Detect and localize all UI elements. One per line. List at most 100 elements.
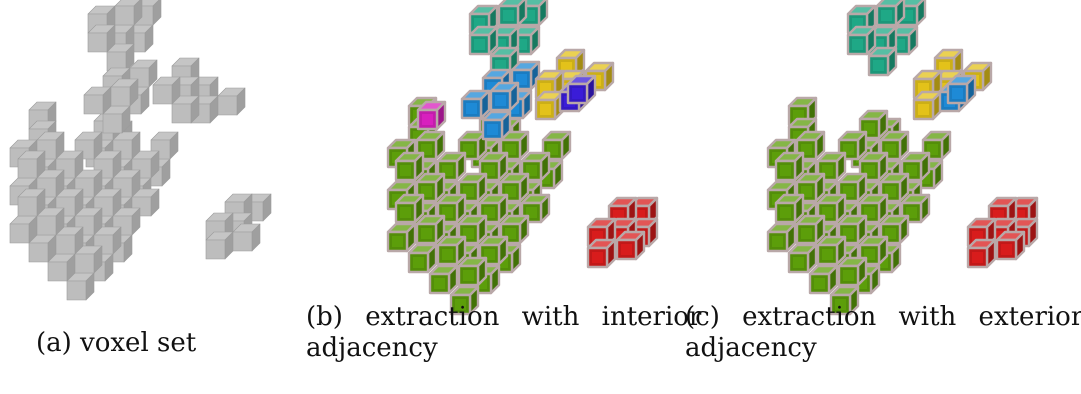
voxel-front-inset: [801, 228, 812, 239]
voxel-front-inset: [526, 207, 537, 218]
voxel-front-inset: [442, 249, 453, 260]
voxel-front-inset: [400, 207, 411, 218]
voxel-front-inset: [539, 173, 550, 184]
voxel-cube: [110, 78, 139, 107]
voxel-front-inset: [505, 186, 516, 197]
cluster-upper-right-cluster: [152, 57, 246, 124]
voxel-front-inset: [856, 236, 867, 247]
voxel-cube: [879, 172, 910, 203]
voxel-front-inset: [919, 173, 930, 184]
voxel-cube: [205, 231, 234, 260]
voxel-front-inset: [835, 299, 846, 310]
caption-b-line-2: adjacency: [306, 333, 438, 363]
voxel-cube: [232, 223, 261, 252]
voxel-front-inset: [463, 270, 474, 281]
voxel-front-inset: [780, 207, 791, 218]
voxel-front-inset: [495, 95, 506, 106]
voxel-front-inset: [505, 144, 516, 155]
voxel-cube: [171, 95, 200, 124]
voxel-front-face: [205, 239, 226, 260]
voxel-front-face: [28, 242, 49, 263]
voxel-front-inset: [835, 215, 846, 226]
caption-c: (c) extraction with exterior adjacency: [685, 302, 1081, 364]
voxel-front-inset: [413, 215, 424, 226]
voxel-front-face: [114, 5, 135, 26]
cluster-violet-cube: [558, 74, 597, 113]
voxel-cube: [468, 25, 499, 56]
voxel-cube: [867, 46, 898, 77]
voxel-front-inset: [497, 257, 508, 268]
voxel-front-inset: [772, 152, 783, 163]
voxel-front-inset: [434, 278, 445, 289]
voxel-front-inset: [613, 231, 624, 242]
voxel-cube: [28, 234, 57, 263]
caption-b: (b) extraction with interior adjacency: [306, 302, 701, 364]
voxel-front-inset: [877, 215, 888, 226]
voxel-cube: [17, 188, 46, 217]
voxel-cube: [846, 25, 877, 56]
voxel-cube: [436, 193, 467, 224]
cluster-main-body: [386, 96, 572, 316]
voxel-front-inset: [466, 103, 477, 114]
voxel-cube: [858, 109, 889, 140]
voxel-cube: [837, 256, 868, 287]
voxel-cube: [615, 230, 646, 261]
voxel-front-inset: [455, 299, 466, 310]
cluster-middle-cross: [83, 59, 158, 134]
voxel-front-inset: [476, 194, 487, 205]
panel-a-voxel-set: [9, 0, 272, 301]
voxel-front-inset: [885, 228, 896, 239]
cluster-blue-cube: [938, 74, 977, 113]
voxel-front-inset: [526, 165, 537, 176]
voxel-front-inset: [503, 10, 514, 21]
voxel-front-face: [17, 196, 38, 217]
voxel-front-face: [232, 231, 253, 252]
voxel-front-inset: [772, 194, 783, 205]
voxel-front-inset: [835, 257, 846, 268]
voxel-front-inset: [885, 144, 896, 155]
voxel-cube: [921, 130, 952, 161]
caption-c-line-2: adjacency: [685, 333, 817, 363]
voxel-cube: [386, 222, 417, 253]
cluster-main-body: [9, 101, 179, 301]
voxel-cube: [436, 151, 467, 182]
voxel-cube: [66, 272, 95, 301]
voxel-front-inset: [843, 270, 854, 281]
voxel-cube: [460, 89, 491, 120]
voxel-front-inset: [463, 228, 474, 239]
voxel-cube: [47, 253, 76, 282]
voxel-front-face: [83, 94, 104, 115]
voxel-front-inset: [856, 194, 867, 205]
voxel-front-inset: [463, 144, 474, 155]
panel-b-interior-adjacency: [386, 0, 659, 316]
cluster-magenta-cube: [416, 100, 447, 131]
voxel-front-inset: [634, 210, 645, 221]
voxel-cube: [131, 188, 160, 217]
voxel-cube: [829, 285, 860, 316]
voxel-front-inset: [505, 228, 516, 239]
voxel-cube: [497, 0, 528, 27]
voxel-front-face: [102, 113, 123, 134]
voxel-front-inset: [540, 83, 551, 94]
voxel-front-inset: [463, 186, 474, 197]
voxel-front-inset: [918, 83, 929, 94]
voxel-front-inset: [902, 10, 913, 21]
voxel-front-inset: [814, 194, 825, 205]
voxel-front-inset: [885, 186, 896, 197]
voxel-cube: [946, 74, 977, 105]
voxel-front-inset: [1014, 210, 1025, 221]
voxel-front-inset: [392, 194, 403, 205]
voxel-cube: [875, 0, 906, 27]
voxel-front-inset: [822, 249, 833, 260]
voxel-front-face: [47, 261, 68, 282]
voxel-front-inset: [873, 60, 884, 71]
voxel-front-inset: [392, 236, 403, 247]
voxel-cube: [837, 130, 868, 161]
voxel-front-inset: [793, 257, 804, 268]
voxel-front-inset: [856, 152, 867, 163]
caption-a: (a) voxel set: [36, 328, 196, 359]
voxel-front-inset: [421, 186, 432, 197]
voxel-cube: [102, 105, 131, 134]
voxel-front-inset: [772, 236, 783, 247]
voxel-front-inset: [540, 104, 551, 115]
